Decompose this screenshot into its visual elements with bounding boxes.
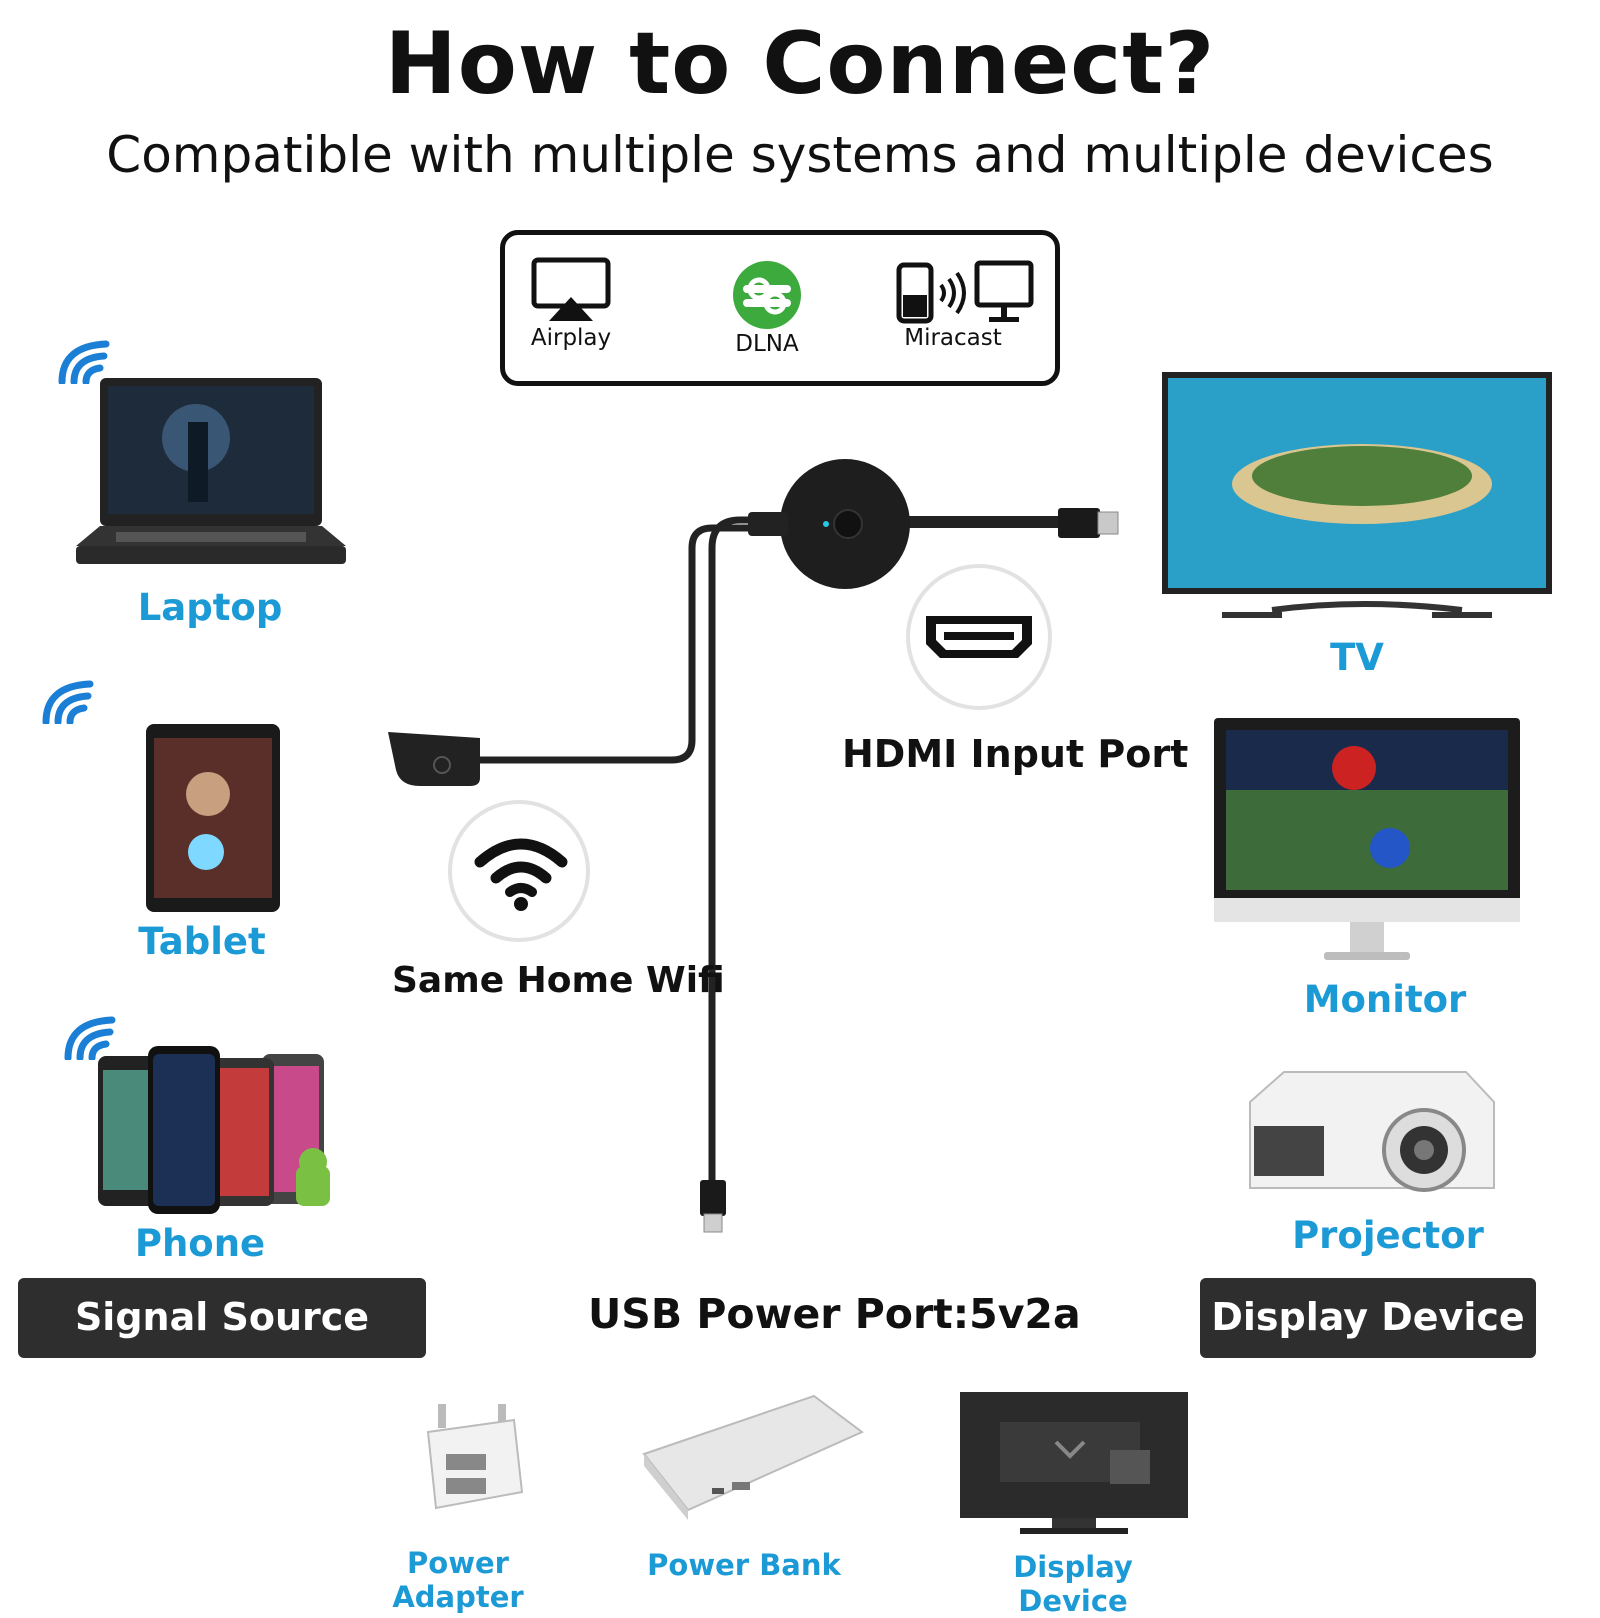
monitor-image [1214, 718, 1520, 960]
power-label-adapter: Power Adapter [392, 1546, 524, 1614]
page-subtitle: Compatible with multiple systems and mul… [106, 126, 1494, 184]
hdmi-port-icon [926, 616, 1032, 658]
dlna-icon [733, 261, 801, 329]
page-title: How to Connect? [384, 14, 1216, 114]
power-bank-image [642, 1394, 864, 1520]
protocol-label-airplay: Airplay [530, 325, 612, 351]
power-label-bank: Power Bank [647, 1548, 841, 1582]
protocol-box: Airplay DLNA Miracast [500, 230, 1060, 386]
laptop-image [76, 378, 346, 564]
wifi-circle [448, 800, 590, 942]
phone-wifi-icon [64, 1016, 116, 1060]
tablet-image [146, 724, 280, 912]
phones-image [98, 1046, 330, 1214]
source-label-laptop: Laptop [137, 586, 283, 629]
signal-source-banner: Signal Source Device [18, 1278, 426, 1417]
source-label-tablet: Tablet [138, 920, 266, 963]
laptop-wifi-icon [58, 340, 110, 384]
airplay-icon [531, 257, 611, 321]
usb-power-label: USB Power Port:5v2a [588, 1290, 1081, 1338]
protocol-label-miracast: Miracast [904, 325, 1002, 351]
power-label-display: Display Device [1013, 1550, 1133, 1618]
display-back-image [960, 1392, 1188, 1534]
miracast-icon [896, 260, 1034, 324]
display-label-monitor: Monitor [1303, 978, 1467, 1021]
hdmi-port-label: HDMI Input Port [842, 732, 1189, 776]
source-label-phone: Phone [134, 1222, 266, 1265]
hdmi-port-circle [906, 564, 1052, 710]
wifi-label: Same Home Wifi [392, 960, 725, 1001]
protocol-label-dlna: DLNA [735, 331, 799, 357]
projector-image [1249, 1071, 1495, 1192]
wifi-icon [474, 838, 568, 911]
power-adapter-image [426, 1404, 524, 1510]
display-label-projector: Projector [1292, 1214, 1484, 1257]
display-device-banner: Display Device [1200, 1278, 1536, 1358]
tablet-wifi-icon [42, 680, 94, 724]
display-label-tv: TV [1330, 636, 1384, 679]
tv-image [1162, 372, 1552, 618]
